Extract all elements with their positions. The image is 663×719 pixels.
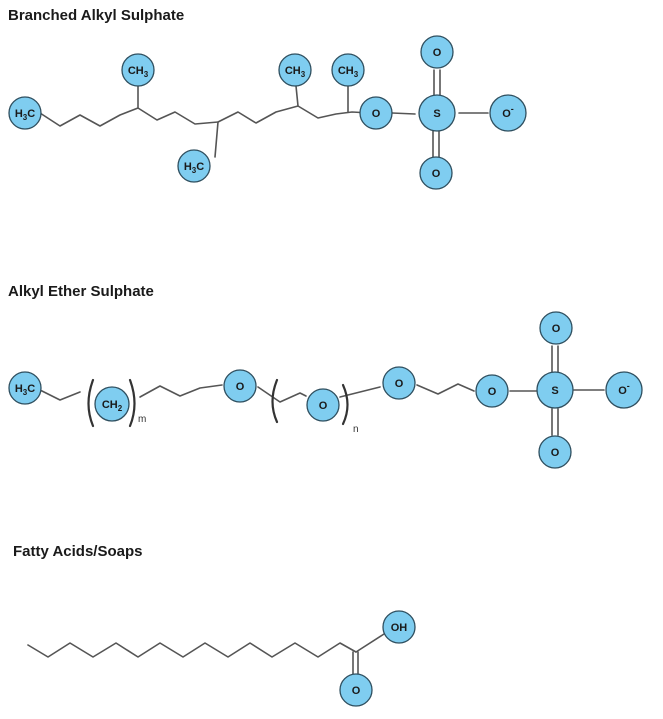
h3c-atom-ether: H3C [8, 371, 42, 405]
h3c-branch-h: H [184, 161, 192, 173]
ch2-close-paren [128, 378, 136, 428]
ether-oxygen-anion-label: O [618, 385, 627, 397]
alkyl-ether-sulphate-title: Alkyl Ether Sulphate [8, 283, 154, 300]
ether-oxygen-atom-3: O [382, 366, 416, 400]
fatty-acids-soaps-title: Fatty Acids/Soaps [13, 543, 143, 560]
svg-text:CH3: CH3 [285, 65, 306, 79]
ether-h3c-h: H [15, 383, 23, 395]
alkyl-ether-sulphate-structure: H3C CH2 m O O n O O S O [8, 311, 643, 469]
negative-charge: - [511, 104, 514, 114]
ether-oxygen-link-atom: O [475, 374, 509, 408]
ether-oxygen-top-label: O [552, 323, 561, 335]
ether-negative-charge: - [627, 381, 630, 391]
ether-oxygen-link-label: O [488, 386, 497, 398]
oxygen-top-atom: O [420, 35, 454, 69]
h3c-c: C [27, 108, 35, 120]
ether-close-paren [341, 383, 349, 426]
ether-oxygen-bottom-label: O [551, 447, 560, 459]
ch2-atom: CH2 [94, 386, 130, 422]
oxygen-link-label: O [372, 108, 381, 120]
h3c-subscript: 3 [23, 113, 28, 122]
ch2-subscript: 2 [118, 404, 123, 413]
carbonyl-oxygen-label: O [352, 685, 361, 697]
ch3-atom-1: CH3 [121, 53, 155, 87]
ether-oxygen-2-label: O [319, 400, 328, 412]
sulfur-label: S [433, 108, 440, 120]
oxygen-bottom-label: O [432, 168, 441, 180]
ether-oxygen-bottom-atom: O [538, 435, 572, 469]
fatty-acid-bonds [27, 633, 385, 676]
ch3-1-subscript: 3 [144, 70, 149, 79]
oxygen-anion-atom: O- [489, 94, 527, 132]
h3c-h: H [15, 108, 23, 120]
svg-text:CH2: CH2 [102, 399, 123, 413]
h3c-branch-atom: H3C [177, 149, 211, 183]
ether-oxygen-anion-atom: O- [605, 371, 643, 409]
sulfur-atom: S [418, 94, 456, 132]
ether-h3c-c: C [27, 383, 35, 395]
svg-text:CH3: CH3 [338, 65, 359, 79]
svg-text:O-: O- [502, 104, 514, 120]
ch2-ch: CH [102, 399, 118, 411]
branched-alkyl-sulphate-title: Branched Alkyl Sulphate [8, 7, 185, 24]
ch3-2-ch: CH [285, 65, 301, 77]
ether-oxygen-3-label: O [395, 378, 404, 390]
carbonyl-oxygen-atom: O [339, 673, 373, 707]
svg-text:H3C: H3C [15, 108, 35, 122]
svg-text:H3C: H3C [184, 161, 204, 175]
repeat-brackets [87, 378, 349, 428]
hydroxyl-atom: OH [382, 610, 416, 644]
repeat-count-m: m [138, 414, 146, 425]
ether-bonds [39, 345, 605, 436]
branched-bonds [39, 69, 489, 158]
h3c-branch-c: C [196, 161, 204, 173]
svg-text:CH3: CH3 [128, 65, 149, 79]
ch3-2-subscript: 3 [301, 70, 306, 79]
branched-alkyl-sulphate-structure: H3C CH3 CH3 CH3 H3C O S O [8, 35, 527, 190]
svg-text:O-: O- [618, 381, 630, 397]
h3c-branch-subscript: 3 [192, 166, 197, 175]
ether-oxygen-atom-2: O [306, 388, 340, 422]
ether-oxygen-top-atom: O [539, 311, 573, 345]
oxygen-anion-label: O [502, 108, 511, 120]
fatty-acid-structure: OH O [27, 610, 416, 707]
oxygen-link-atom: O [359, 96, 393, 130]
h3c-atom: H3C [8, 96, 42, 130]
ch2-open-paren [87, 378, 95, 428]
ch3-3-subscript: 3 [354, 70, 359, 79]
ch3-3-ch: CH [338, 65, 354, 77]
oxygen-bottom-atom: O [419, 156, 453, 190]
ether-sulfur-label: S [551, 385, 558, 397]
ether-open-paren [271, 378, 279, 424]
svg-text:H3C: H3C [15, 383, 35, 397]
ether-h3c-subscript: 3 [23, 388, 28, 397]
oxygen-top-label: O [433, 47, 442, 59]
hydroxyl-label: OH [391, 622, 408, 634]
ether-oxygen-1-label: O [236, 381, 245, 393]
ether-oxygen-atom-1: O [223, 369, 257, 403]
ch3-1-ch: CH [128, 65, 144, 77]
ch3-atom-2: CH3 [278, 53, 312, 87]
repeat-count-n: n [353, 424, 359, 435]
ether-sulfur-atom: S [536, 371, 574, 409]
ch3-atom-3: CH3 [331, 53, 365, 87]
